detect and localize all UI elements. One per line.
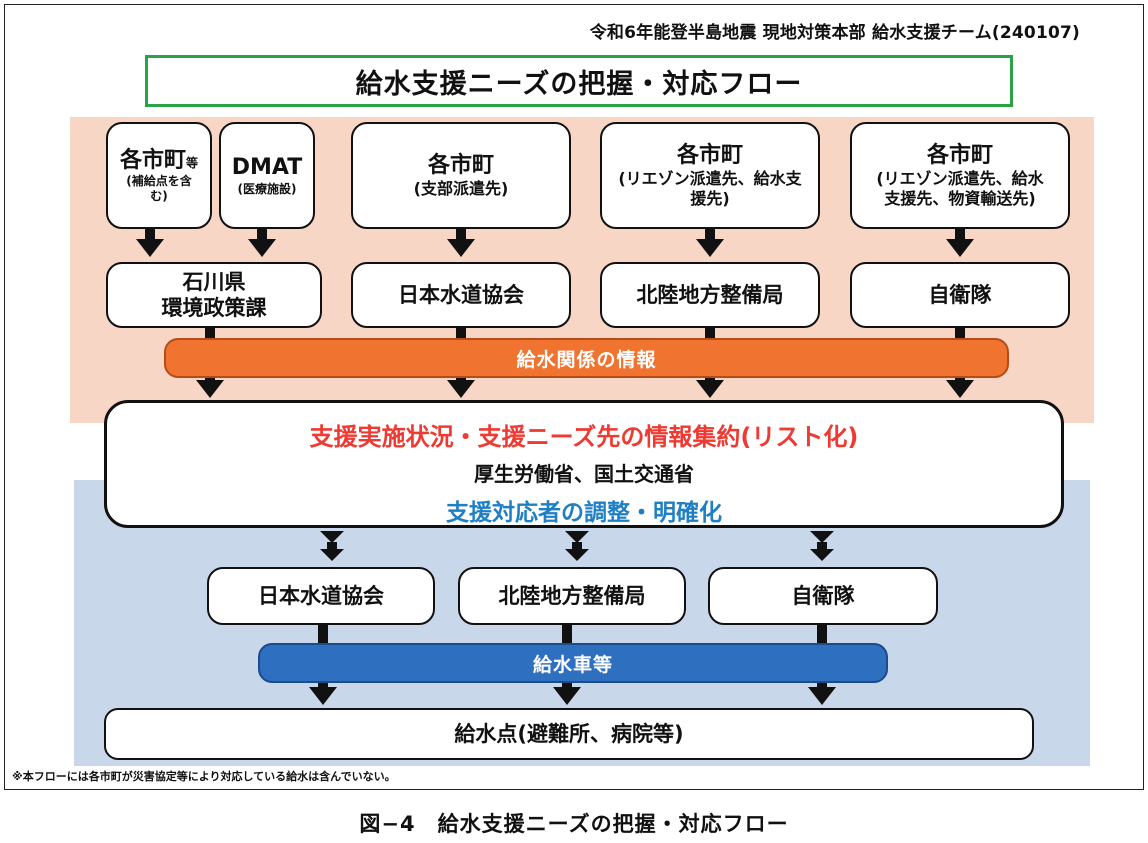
down-arrow-icon <box>248 229 276 257</box>
down-arrow-icon <box>946 229 974 257</box>
header-text: 令和6年能登半島地震 現地対策本部 給水支援チーム(240107) <box>589 23 1080 43</box>
source-box-municipalities-liaison: 各市町 (リエゾン派遣先、給水支援先) <box>600 122 820 229</box>
down-arrow-icon <box>447 229 475 257</box>
coordination-box: 支援実施状況・支援ニーズ先の情報集約(リスト化) 厚生労働省、国土交通省 支援対… <box>104 400 1064 528</box>
source-box-dmat: DMAT (医療施設) <box>219 122 315 229</box>
source-title-suffix: 等 <box>186 155 199 170</box>
responder-label: 北陸地方整備局 <box>498 583 646 608</box>
source-subtitle: (補給点を含む) <box>126 174 192 204</box>
receiver-label: 自衛隊 <box>928 282 992 307</box>
down-arrow-icon <box>696 229 724 257</box>
receiver-box-ishikawa: 石川県 環境政策課 <box>106 262 322 328</box>
source-title: 各市町等 <box>119 147 199 173</box>
source-title: 各市町 <box>427 152 494 178</box>
receiver-label: 日本水道協会 <box>398 282 524 307</box>
receiver-label-line2: 環境政策課 <box>161 296 267 320</box>
receiver-label-line1: 石川県 <box>182 269 246 294</box>
coordination-line2: 厚生労働省、国土交通省 <box>474 462 694 486</box>
receiver-box-hokuriku-bureau: 北陸地方整備局 <box>600 262 820 328</box>
source-title: 各市町 <box>676 142 743 168</box>
source-subtitle: (医療施設) <box>237 181 297 196</box>
responder-box-sdf: 自衛隊 <box>708 567 938 625</box>
figure-caption: 図−4 給水支援ニーズの把握・対応フロー <box>359 812 789 836</box>
responder-box-jwwa: 日本水道協会 <box>207 567 435 625</box>
receiver-box-jwwa: 日本水道協会 <box>351 262 571 328</box>
responder-box-hokuriku-bureau: 北陸地方整備局 <box>458 567 686 625</box>
source-subtitle: (リエゾン派遣先、給水支援先、物資輸送先) <box>876 169 1044 209</box>
vehicle-bar: 給水車等 <box>258 643 888 683</box>
responder-label: 自衛隊 <box>791 583 855 608</box>
source-box-municipalities-branch: 各市町 (支部派遣先) <box>351 122 571 229</box>
info-bar: 給水関係の情報 <box>164 338 1009 378</box>
coordination-line1: 支援実施状況・支援ニーズ先の情報集約(リスト化) <box>309 423 859 451</box>
footnote: ※本フローには各市町が災害協定等により対応している給水は含んでいない。 <box>12 770 396 783</box>
source-title: DMAT <box>231 155 303 181</box>
bidirectional-arrow-icon <box>565 531 589 561</box>
source-subtitle: (支部派遣先) <box>413 179 509 199</box>
bidirectional-arrow-icon <box>320 531 344 561</box>
destination-label: 給水点(避難所、病院等) <box>454 721 684 746</box>
down-arrow-icon <box>136 229 164 257</box>
receiver-label: 北陸地方整備局 <box>636 282 784 307</box>
source-title: 各市町 <box>926 142 993 168</box>
diagram-title: 給水支援ニーズの把握・対応フロー <box>145 55 1013 107</box>
receiver-box-sdf: 自衛隊 <box>850 262 1070 328</box>
source-subtitle: (リエゾン派遣先、給水支援先) <box>618 169 802 209</box>
destination-box: 給水点(避難所、病院等) <box>104 708 1034 760</box>
bidirectional-arrow-icon <box>810 531 834 561</box>
source-box-municipalities-logistics: 各市町 (リエゾン派遣先、給水支援先、物資輸送先) <box>850 122 1070 229</box>
responder-label: 日本水道協会 <box>258 583 384 608</box>
source-box-municipalities-supply: 各市町等 (補給点を含む) <box>106 122 212 229</box>
coordination-line3: 支援対応者の調整・明確化 <box>446 500 722 526</box>
